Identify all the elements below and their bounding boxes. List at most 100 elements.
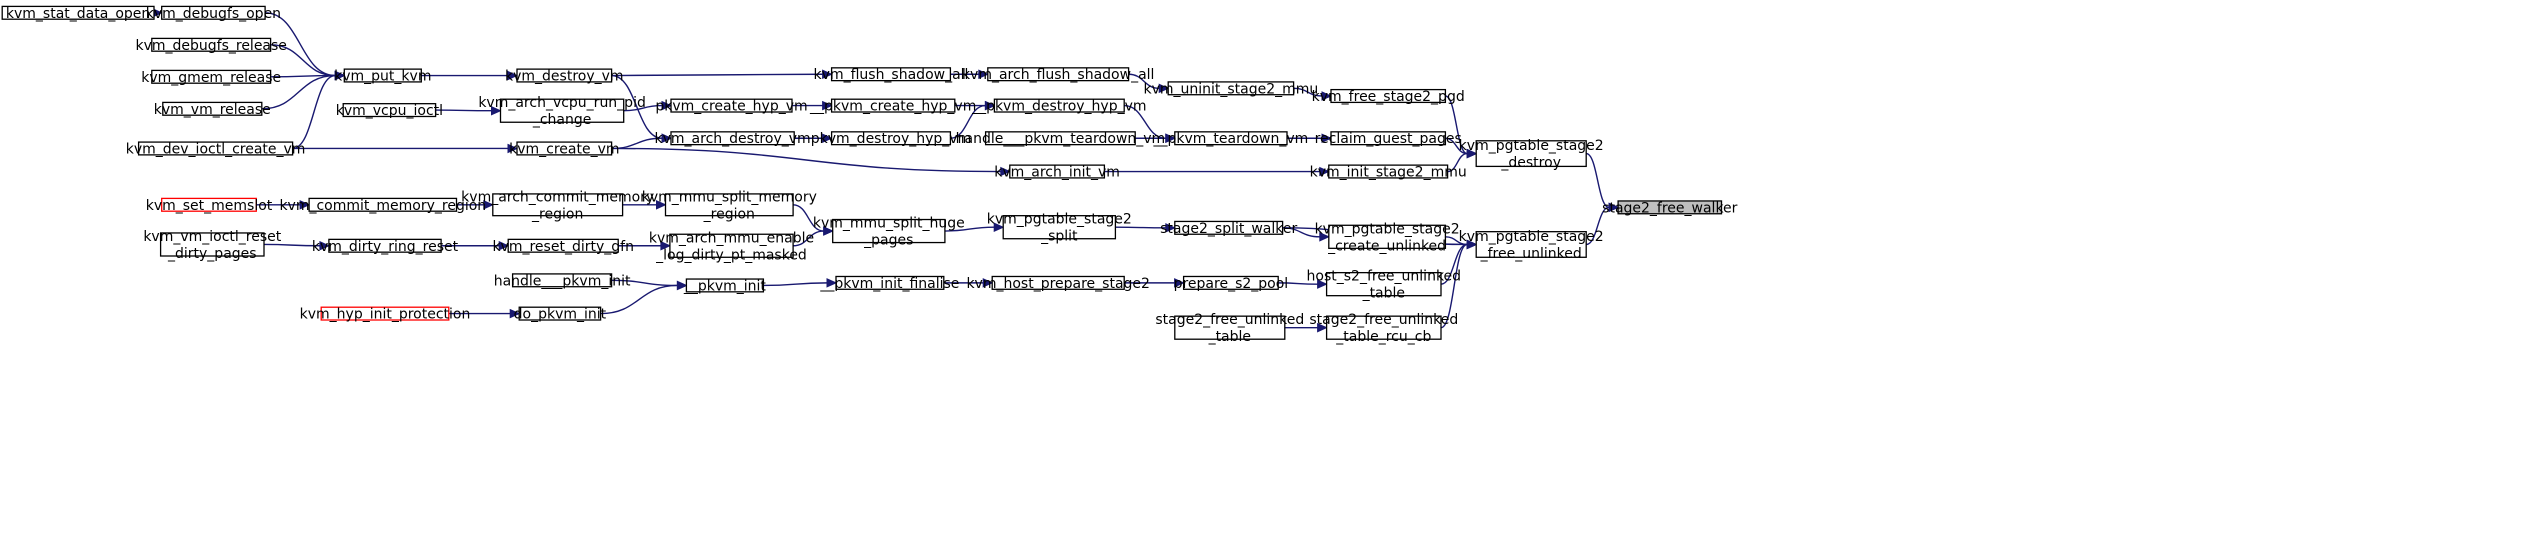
- node-box: [1475, 140, 1587, 168]
- function-node[interactable]: kvm_hyp_init_protection: [300, 306, 471, 323]
- call-edge: [292, 143, 519, 154]
- call-edge: [256, 200, 311, 210]
- node-label: kvm_pgtable_stage2: [1459, 229, 1604, 245]
- function-node[interactable]: kvm_host_prepare_stage2: [966, 275, 1150, 292]
- function-node[interactable]: kvm_vcpu_ioctl: [336, 103, 443, 119]
- function-node[interactable]: kvm_uninit_stage2_mmu: [1143, 81, 1318, 97]
- node-box: [991, 275, 1125, 290]
- function-node[interactable]: kvm_destroy_vm: [505, 68, 624, 85]
- function-node[interactable]: kvm_pgtable_stage2_free_unlinked: [1459, 229, 1604, 262]
- function-node[interactable]: kvm_pgtable_stage2_destroy: [1459, 138, 1604, 171]
- function-node[interactable]: kvm_arch_init_vm: [994, 164, 1120, 181]
- node-label: _dirty_pages: [167, 246, 257, 262]
- function-node[interactable]: kvm_put_kvm: [334, 68, 431, 85]
- function-node[interactable]: kvm_arch_vcpu_run_pid_change: [478, 95, 646, 128]
- function-node[interactable]: reclaim_guest_pages: [1315, 131, 1462, 147]
- function-node[interactable]: kvm_mmu_split_huge_pages: [813, 216, 965, 249]
- function-node[interactable]: kvm_stat_data_open: [1, 5, 155, 22]
- node-box: [342, 103, 437, 118]
- function-node[interactable]: kvm_gmem_release: [141, 69, 281, 86]
- arrowhead-icon: [507, 143, 519, 154]
- function-node[interactable]: kvm_dev_ioctl_create_vm: [126, 141, 306, 157]
- function-node[interactable]: pkvm_destroy_hyp_vm: [811, 131, 971, 147]
- node-label: kvm_arch_flush_shadow_all: [962, 67, 1155, 83]
- function-node[interactable]: __pkvm_init: [683, 278, 767, 294]
- edge-line: [1440, 243, 1468, 329]
- node-label: kvm_gmem_release: [141, 70, 281, 86]
- call-edge: [618, 240, 672, 251]
- node-box: [832, 218, 946, 244]
- arrowhead-icon: [822, 100, 833, 111]
- node-label: kvm_vm_ioctl_reset: [143, 229, 281, 245]
- function-node[interactable]: kvm_pgtable_stage2_split: [987, 212, 1132, 245]
- node-label: __pkvm_teardown_vm: [1152, 131, 1308, 147]
- node-label: kvm_commit_memory_region: [279, 198, 486, 214]
- node-label: kvm_arch_vcpu_run_pid: [478, 95, 646, 111]
- function-node[interactable]: kvm_flush_shadow_all: [814, 67, 969, 83]
- node-box: [162, 101, 263, 116]
- function-node[interactable]: kvm_debugfs_open: [146, 5, 281, 22]
- node-label: _table: [1362, 286, 1405, 302]
- function-node[interactable]: __pkvm_teardown_vm: [1152, 131, 1308, 147]
- call-edge: [456, 200, 495, 210]
- function-node[interactable]: __pkvm_destroy_hyp_vm: [971, 98, 1147, 115]
- function-node[interactable]: stage2_free_walker: [1602, 200, 1738, 216]
- function-node[interactable]: kvm_pgtable_stage2_create_unlinked: [1315, 221, 1460, 254]
- function-node[interactable]: kvm_vm_release: [154, 101, 271, 118]
- edge-line: [1445, 95, 1468, 155]
- function-node[interactable]: kvm_init_stage2_mmu: [1310, 164, 1467, 181]
- function-node[interactable]: kvm_arch_mmu_enable_log_dirty_pt_masked: [649, 230, 814, 263]
- node-box: [1182, 275, 1279, 290]
- node-box: [669, 233, 794, 258]
- arrowhead-icon: [661, 133, 673, 144]
- node-label: kvm_set_memslot: [146, 198, 273, 214]
- node-box: [151, 37, 272, 52]
- function-node[interactable]: pkvm_create_hyp_vm: [655, 98, 808, 115]
- node-label: kvm_create_vm: [509, 141, 619, 157]
- arrowhead-icon: [299, 200, 311, 210]
- function-node[interactable]: __pkvm_init_finalise: [819, 275, 959, 292]
- function-node[interactable]: kvm_vm_ioctl_reset_dirty_pages: [143, 229, 281, 262]
- node-box: [993, 98, 1125, 113]
- node-label: kvm_hyp_init_protection: [300, 307, 471, 323]
- node-box: [1330, 88, 1447, 104]
- function-node[interactable]: kvm_create_vm: [509, 141, 620, 157]
- function-node[interactable]: kvm_arch_destroy_vm: [655, 131, 811, 147]
- edge-line: [793, 230, 824, 247]
- call-edge: [944, 222, 1005, 232]
- function-node[interactable]: prepare_s2_pool: [1174, 275, 1289, 292]
- function-node[interactable]: handle___pkvm_init: [494, 273, 631, 289]
- function-node[interactable]: stage2_free_unlinked_table_rcu_cb: [1309, 312, 1458, 345]
- call-edge: [1293, 87, 1333, 101]
- edge-line: [270, 44, 336, 77]
- function-node[interactable]: do_pkvm_init: [514, 306, 607, 323]
- call-edge: [954, 100, 996, 111]
- arrowhead-icon: [507, 70, 519, 81]
- node-box: [159, 232, 265, 257]
- node-label: _destroy: [1500, 155, 1561, 171]
- node-label: _create_unlinked: [1327, 238, 1446, 254]
- function-node[interactable]: kvm_reset_dirty_gfn: [492, 238, 634, 255]
- function-node[interactable]: kvm_debugfs_release: [135, 37, 287, 54]
- function-node[interactable]: kvm_commit_memory_region: [279, 197, 486, 214]
- arrowhead-icon: [1317, 279, 1328, 289]
- function-node[interactable]: kvm_arch_commit_memory_region: [461, 189, 654, 222]
- node-box: [1475, 231, 1587, 258]
- function-node[interactable]: host_s2_free_unlinked_table: [1307, 269, 1462, 302]
- node-box: [1002, 215, 1117, 240]
- function-node[interactable]: kvm_free_stage2_pgd: [1312, 88, 1465, 105]
- node-box: [984, 131, 1136, 146]
- arrowhead-icon: [993, 222, 1005, 232]
- function-node[interactable]: kvm_mmu_split_memory_region: [642, 189, 817, 222]
- function-node[interactable]: __pkvm_create_hyp_vm: [809, 98, 976, 115]
- edge-line: [292, 74, 336, 150]
- node-label: kvm_mmu_split_memory: [642, 189, 817, 205]
- function-node[interactable]: handle___pkvm_teardown_vm: [956, 131, 1166, 147]
- function-node[interactable]: stage2_split_walker: [1160, 220, 1297, 237]
- function-node[interactable]: kvm_arch_flush_shadow_all: [962, 67, 1155, 83]
- function-node[interactable]: stage2_free_unlinked_table: [1155, 312, 1304, 345]
- function-node[interactable]: kvm_set_memslot: [146, 197, 273, 214]
- node-box: [1174, 131, 1288, 146]
- node-box: [1325, 315, 1442, 340]
- function-node[interactable]: kvm_dirty_ring_reset: [312, 238, 459, 255]
